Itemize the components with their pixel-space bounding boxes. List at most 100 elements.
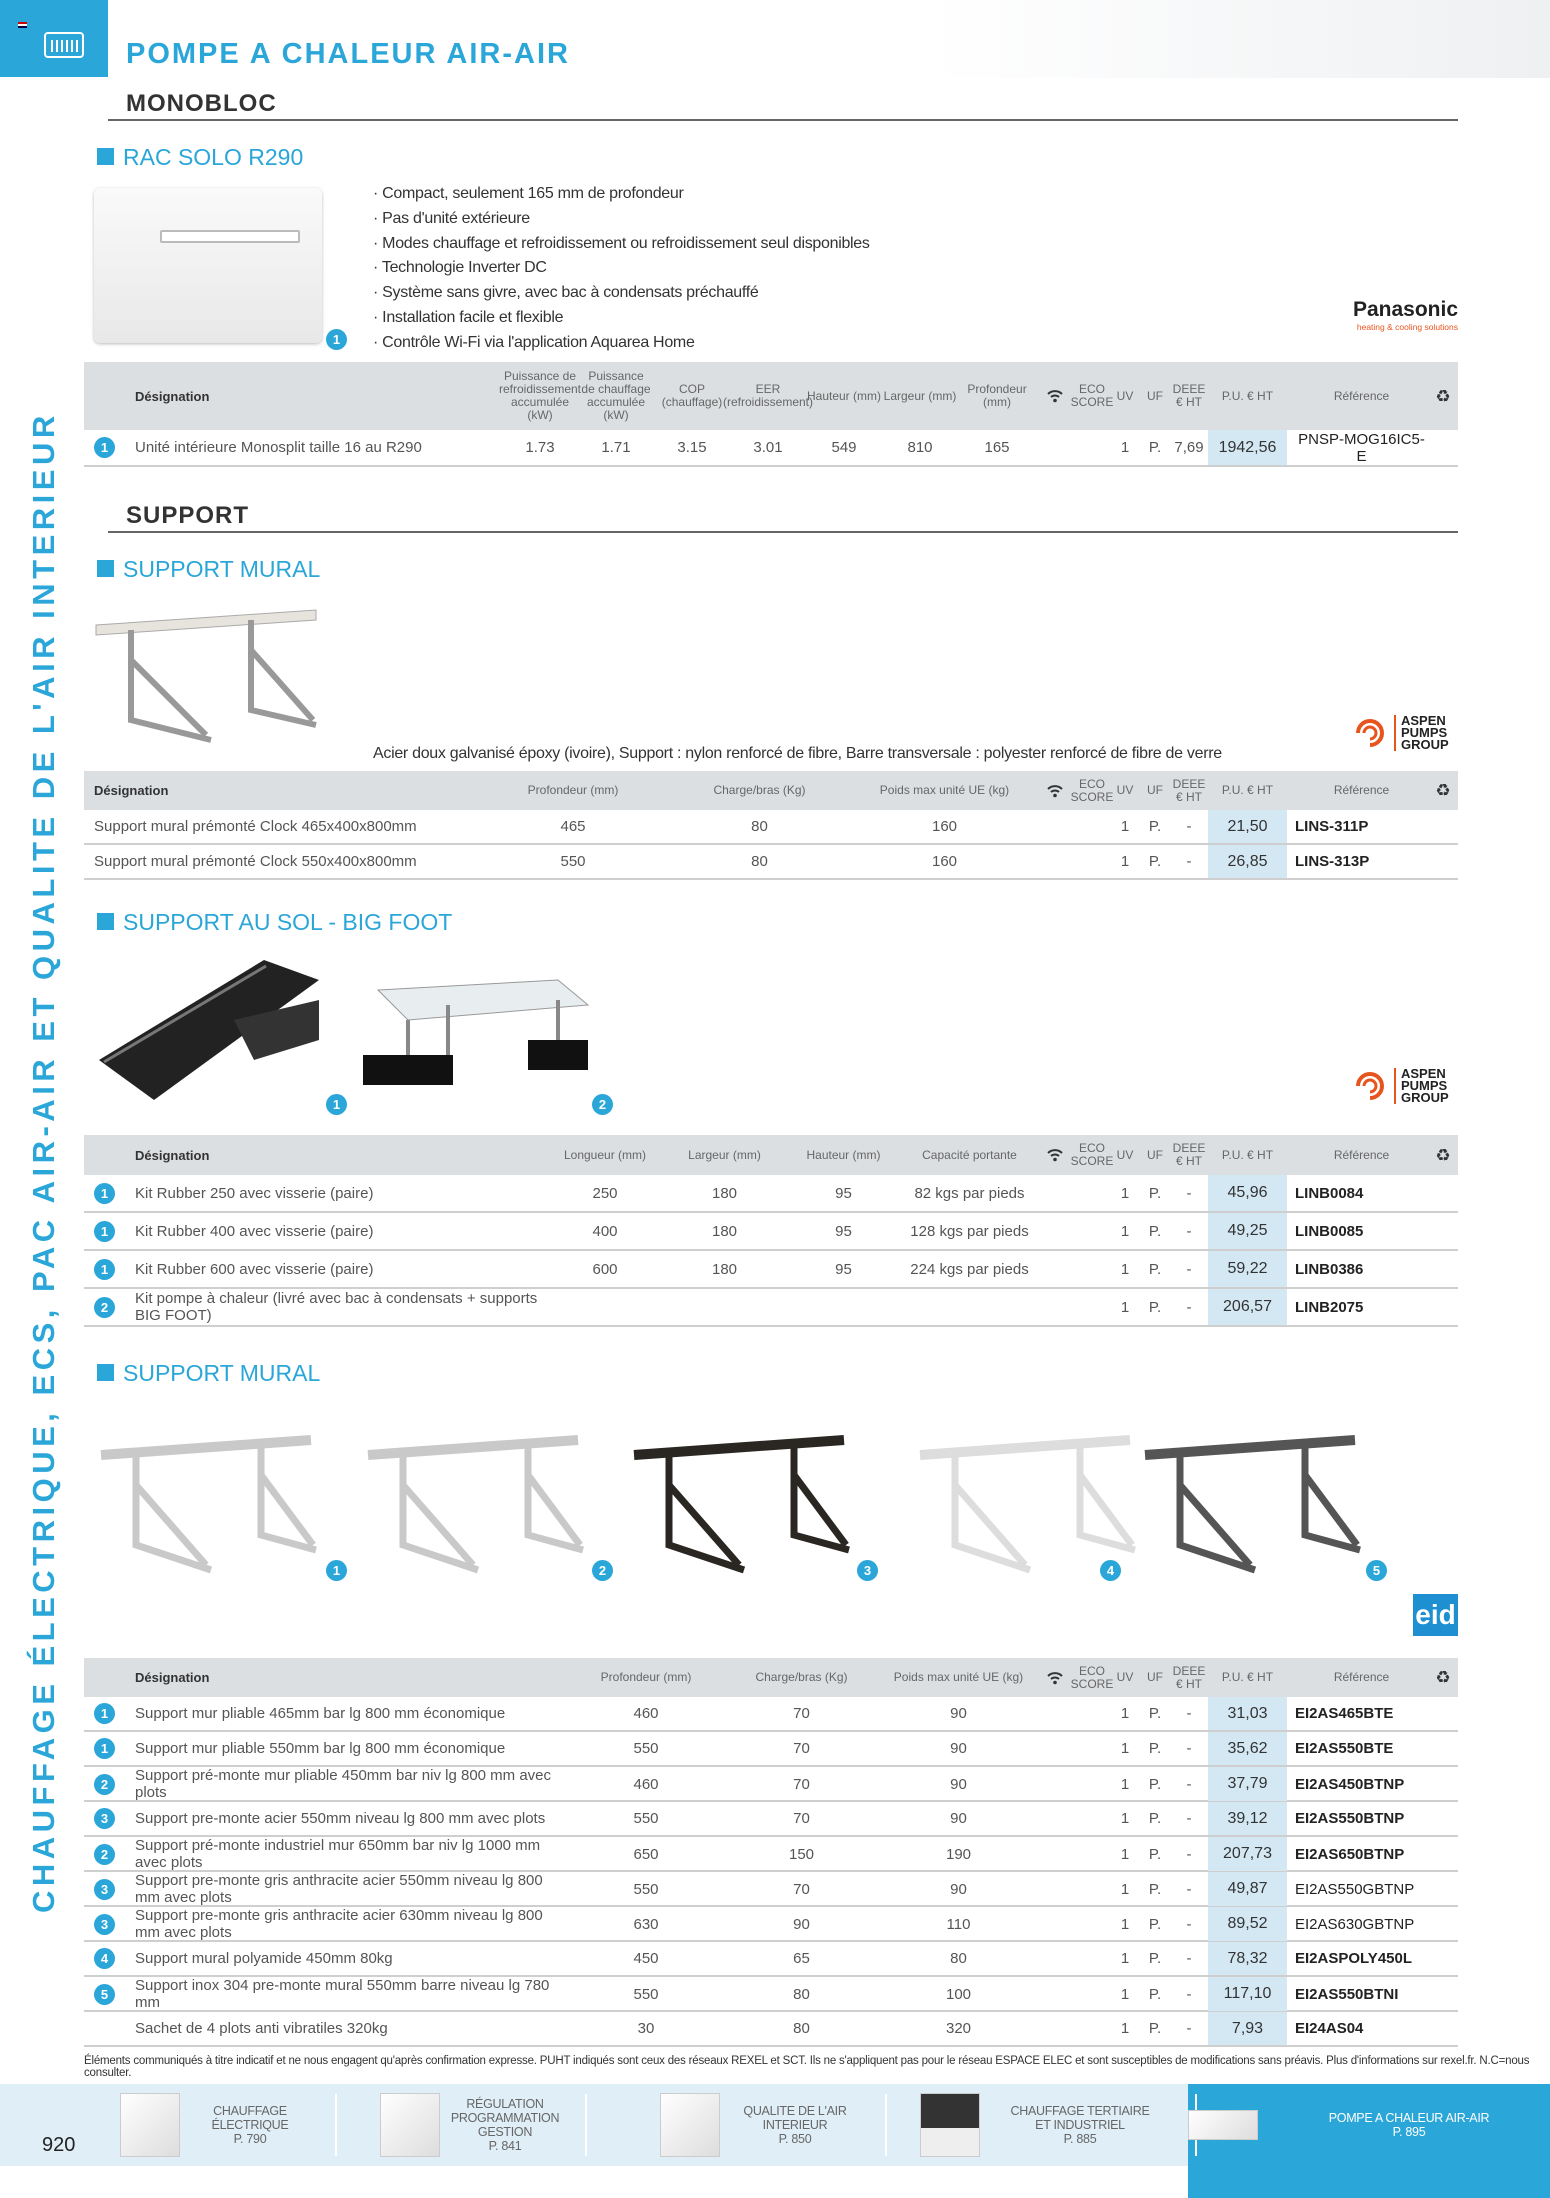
row-badge-cell: 1: [84, 1251, 125, 1287]
row-reference[interactable]: LINB0084: [1295, 1184, 1364, 1202]
row-deee: -: [1186, 1222, 1192, 1240]
row-eco-score: [1074, 1977, 1110, 2011]
row-value: 90: [793, 1915, 810, 1933]
row-price: 207,73: [1208, 1837, 1287, 1871]
row-recycle: [1428, 1251, 1458, 1287]
footer-nav-thumbnail: [380, 2093, 440, 2157]
row-value: 165: [984, 439, 1010, 456]
row-reference[interactable]: EI2ASPOLY450L: [1295, 1950, 1413, 1967]
column-header: Profondeur (mm): [600, 1670, 692, 1684]
row-reference[interactable]: EI2AS630GBTNP: [1295, 1915, 1415, 1933]
row-uv: 1: [1120, 1845, 1130, 1863]
footer-nav-item[interactable]: CHAUFFAGE TERTIAIRE ET INDUSTRIEL P. 885: [920, 2084, 1170, 2166]
row-reference[interactable]: EI2AS450BTNP: [1295, 1775, 1405, 1793]
column-header-uv: UV: [1116, 783, 1134, 797]
row-uv: 1: [1120, 853, 1130, 870]
product-image-support-2: [367, 1435, 584, 1574]
section-heading-monobloc: MONOBLOC: [126, 90, 277, 117]
row-reference[interactable]: LINB2075: [1295, 1298, 1364, 1316]
footer-nav-thumbnail: [660, 2093, 720, 2157]
row-price: 59,22: [1208, 1251, 1287, 1287]
row-price: 78,32: [1208, 1942, 1287, 1975]
row-eco-score: [1074, 1175, 1110, 1211]
footer-nav-item[interactable]: RÉGULATION PROGRAMMATION GESTION P. 841: [380, 2084, 560, 2166]
row-value: 30: [637, 2020, 655, 2037]
row-reference[interactable]: EI2AS550BTE: [1295, 1740, 1394, 1757]
footer-nav-thumbnail: [1188, 2110, 1258, 2140]
row-price: 206,57: [1208, 1289, 1287, 1325]
row-designation: Support pré-monte industriel mur 650mm b…: [135, 1837, 541, 1871]
row-reference[interactable]: EI24AS04: [1295, 2020, 1364, 2037]
row-reference[interactable]: LINB0386: [1295, 1260, 1364, 1278]
product-image-support-4: [919, 1435, 1136, 1574]
row-image-badge: 1: [94, 1738, 115, 1759]
row-reference[interactable]: EI2AS550BTNP: [1295, 1810, 1405, 1827]
footer-nav-item[interactable]: POMPE A CHALEUR AIR-AIR P. 895: [1188, 2084, 1550, 2166]
row-wifi: [1036, 1289, 1074, 1325]
column-header-deee: DEEE € HT: [1172, 1141, 1206, 1168]
row-reference[interactable]: LINB0085: [1295, 1222, 1364, 1240]
column-header: COP (chauffage): [661, 382, 723, 409]
row-uv: 1: [1120, 1985, 1130, 2003]
row-image-badge: 2: [94, 1296, 115, 1318]
column-header: Largeur (mm): [883, 388, 957, 403]
row-reference[interactable]: LINS-311P: [1295, 818, 1369, 835]
subheading-support-mural: SUPPORT MURAL: [97, 556, 320, 583]
row-deee: -: [1186, 1260, 1192, 1278]
row-badge-cell: 1: [84, 1697, 125, 1730]
footer-nav-label: CHAUFFAGE TERTIAIRE ET INDUSTRIEL P. 885: [1010, 2104, 1150, 2146]
table-row[interactable]: Support mural prémonté Clock 550x400x800…: [84, 845, 1458, 880]
row-deee: -: [1186, 1950, 1192, 1967]
row-reference[interactable]: EI2AS550BTNI: [1295, 1985, 1399, 2003]
row-price: 39,12: [1208, 1802, 1287, 1835]
row-uf: P.: [1148, 1810, 1162, 1827]
footer-nav-item[interactable]: QUALITE DE L'AIR INTERIEUR P. 850: [660, 2084, 860, 2166]
row-recycle: [1428, 1697, 1458, 1730]
row-reference[interactable]: LINS-313P: [1295, 853, 1370, 870]
footer-nav-item[interactable]: CHAUFFAGE ÉLECTRIQUE P. 790: [120, 2084, 310, 2166]
row-badge-cell: 3: [84, 1872, 125, 1906]
row-recycle: [1428, 1907, 1458, 1941]
row-reference[interactable]: EI2AS550GBTNP: [1295, 1880, 1415, 1898]
row-reference[interactable]: EI2AS465BTE: [1295, 1705, 1394, 1722]
row-value: 110: [946, 1915, 971, 1933]
header-badge-col: [84, 1658, 125, 1697]
row-value: 95: [835, 1260, 852, 1278]
table-row[interactable]: Support mural prémonté Clock 465x400x800…: [84, 810, 1458, 845]
side-category-title: CHAUFFAGE ÉLECTRIQUE, ECS, PAC AIR-AIR E…: [26, 411, 61, 1913]
row-uf: P.: [1148, 1298, 1162, 1316]
column-header-uv: UV: [1116, 388, 1134, 403]
image-badge: 4: [1100, 1560, 1121, 1581]
row-image-badge: 5: [94, 1983, 115, 2005]
column-header-eco-score: ECO SCORE: [1070, 382, 1114, 409]
row-deee: -: [1186, 2020, 1192, 2037]
feature-item: · Installation facile et flexible: [373, 308, 564, 326]
row-deee: -: [1186, 1880, 1192, 1898]
feature-item: · Technologie Inverter DC: [373, 259, 547, 277]
footer-nav-separator: [585, 2094, 587, 2156]
row-recycle: [1428, 1175, 1458, 1211]
feature-item: · Compact, seulement 165 mm de profondeu…: [373, 185, 684, 202]
column-header-deee: DEEE € HT: [1172, 382, 1206, 409]
row-uf: P.: [1148, 1880, 1162, 1898]
row-reference[interactable]: EI2AS650BTNP: [1295, 1845, 1405, 1863]
image-badge: 1: [326, 329, 347, 350]
aspen-swirl-icon: [1356, 719, 1384, 747]
row-reference[interactable]: PNSP-MOG16IC5-E: [1298, 430, 1425, 465]
